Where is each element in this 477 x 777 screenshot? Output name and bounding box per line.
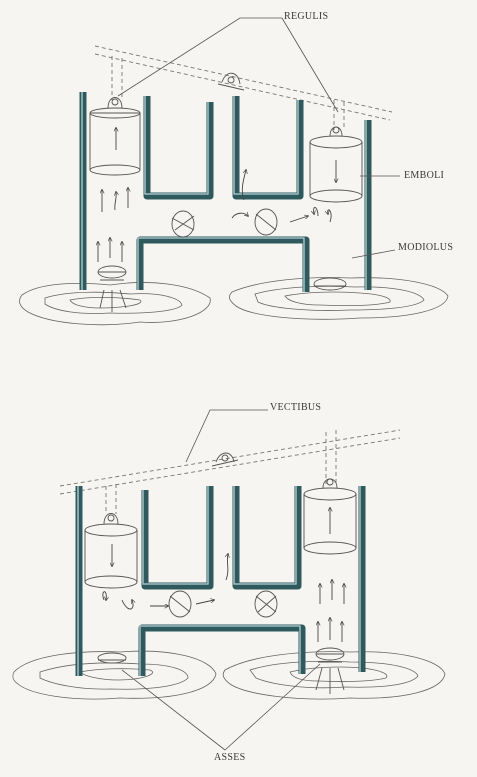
left-cylinder-bottom [75,486,214,676]
water-pool-left-top [19,282,211,326]
regulis-leader-right [281,17,339,113]
regulis-rod-top [94,45,393,130]
water-pool-right-top [228,277,449,320]
regulis-leader-left [117,17,282,97]
right-cylinder-bottom [232,478,366,694]
right-cylinder-top [232,96,372,291]
connecting-pipe-bottom [138,554,306,676]
asses-leader-left [121,669,226,751]
label-vectibus: VECTIBUS [270,402,322,413]
label-emboli: EMBOLI [404,170,445,181]
bottom-figure [12,409,446,751]
connecting-pipe-top [136,208,308,292]
water-pool-left-bottom [12,650,217,700]
modiolus-leader [351,249,396,259]
top-figure [19,17,449,326]
vectibus-leader [185,409,268,463]
asses-leader-right [224,663,321,751]
water-pool-right-bottom [222,651,446,700]
vectibus-rod-bottom [59,429,401,514]
label-asses: ASSES [214,752,246,763]
left-cylinder-top [79,92,214,312]
label-modiolus: MODIOLUS [398,242,454,253]
label-regulis: REGULIS [284,11,329,22]
